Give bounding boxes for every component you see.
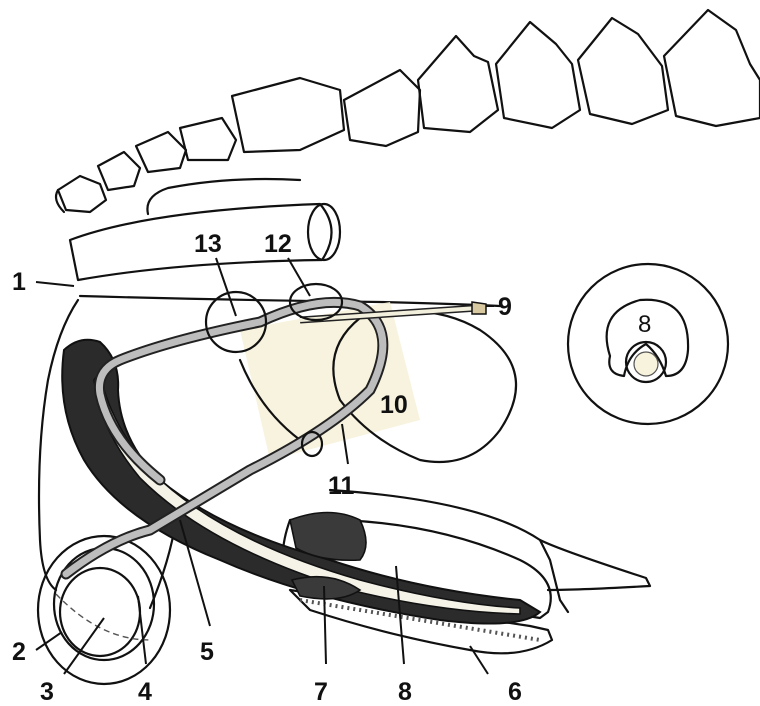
- label-7: 7: [314, 678, 328, 706]
- label-12: 12: [264, 230, 292, 258]
- label-9: 9: [498, 293, 512, 321]
- label-3: 3: [40, 678, 54, 706]
- label-11: 11: [328, 472, 355, 500]
- label-10: 10: [380, 391, 408, 419]
- label-1: 1: [12, 268, 26, 296]
- vertebral-column: [56, 10, 760, 212]
- label-2: 2: [12, 638, 26, 666]
- label-inset-8: 8: [638, 311, 651, 338]
- cross-section-inset: [568, 264, 728, 424]
- label-6: 6: [508, 678, 522, 706]
- testis: [38, 536, 170, 684]
- label-8: 8: [398, 678, 412, 706]
- label-4: 4: [138, 678, 152, 706]
- label-13: 13: [194, 230, 222, 258]
- label-5: 5: [200, 638, 214, 666]
